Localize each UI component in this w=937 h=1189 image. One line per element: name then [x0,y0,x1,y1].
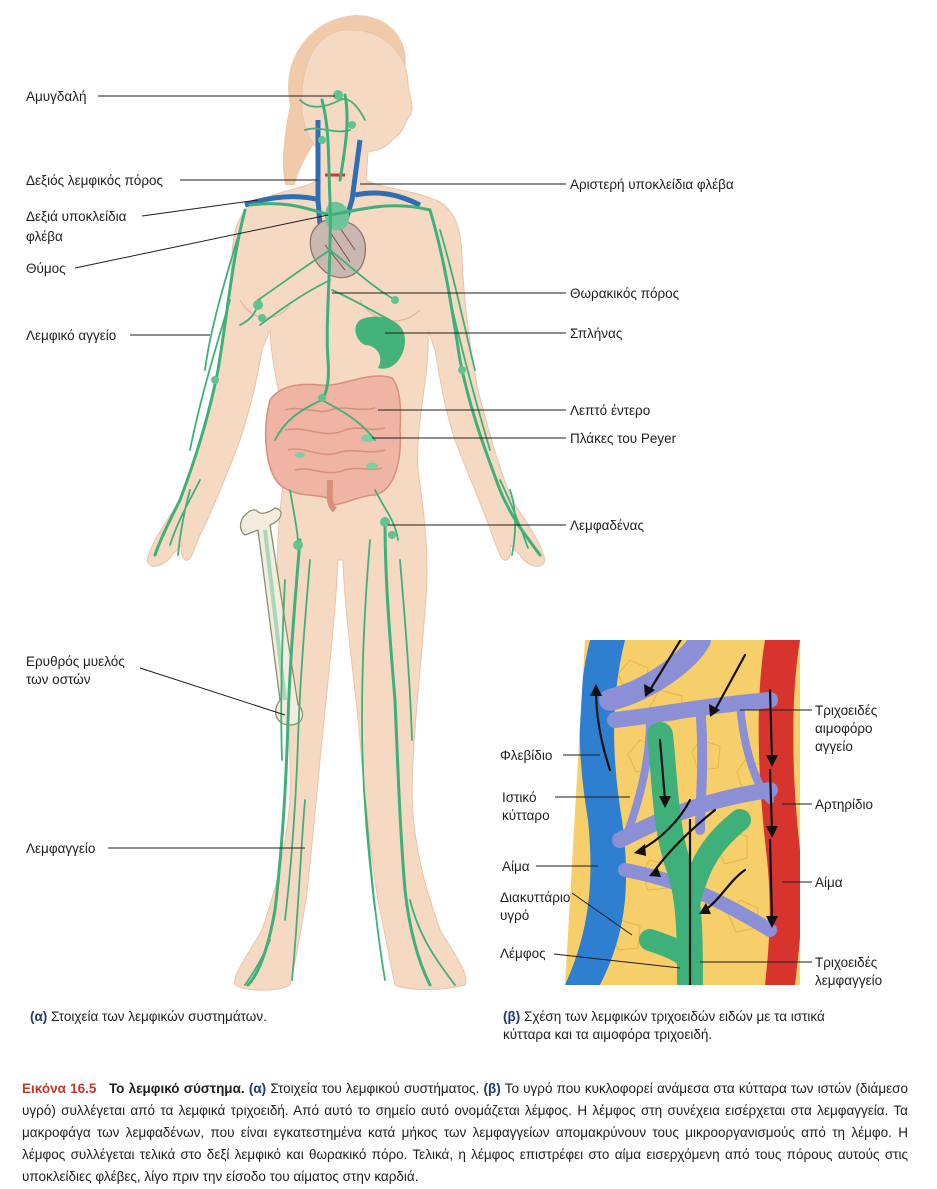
label-blood-venule-side: Αίμα [502,859,530,874]
leader-lines-b [536,709,812,969]
caption-b-tag: (β) [503,1009,521,1024]
body-silhouette [146,29,546,991]
label-blood-capillary-line1: Τριχοειδές [815,703,878,718]
label-lymph-capillary-line2: λεμφαγγείο [815,973,882,988]
label-spleen: Σπλήνας [570,326,623,341]
label-venule: Φλεβίδιο [500,748,552,763]
spleen-organ [355,316,405,369]
label-arteriole: Αρτηρίδιο [815,797,873,812]
femur-bone [239,507,304,726]
label-lymph: Λέμφος [500,946,546,961]
caption-b-text: Σχέση των λεμφικών τριχοειδών ειδών με τ… [503,1009,825,1042]
label-tissue-cell-line2: κύτταρο [502,808,550,823]
label-lymph-capillary-line1: Τριχοειδές [815,955,878,970]
figure-caption-b-tag: (β) [483,1081,501,1096]
label-right-subclavian-vein-line2: φλέβα [26,229,63,244]
label-blood-capillary-line2: αιμοφόρο [815,721,873,736]
label-thoracic-duct: Θωρακικός πόρος [570,286,680,301]
caption-panel-a: (α) Στοιχεία των λεμφικών συστημάτων. [30,1008,470,1026]
label-lymph-node: Λεμφαδένας [570,518,644,533]
label-small-intestine: Λεπτό έντερο [570,403,650,418]
label-interstitial-fluid-line2: υγρό [500,908,529,923]
label-blood-arteriole-side: Αίμα [815,875,843,890]
figure-caption-b-text: Το υγρό που κυκλοφορεί ανάμεσα στα κύττα… [22,1081,908,1184]
label-red-bone-marrow-line2: των οστών [26,672,91,687]
caption-a-tag: (α) [30,1009,48,1024]
label-blood-capillary-line3: αγγείο [815,739,853,754]
label-red-bone-marrow-line1: Ερυθρός μυελός [26,654,125,669]
label-tonsil: Αμυγδαλή [26,89,87,104]
figure-caption-a-text: Στοιχεία του λεμφικού συστήματος. [266,1081,484,1096]
label-right-subclavian-vein-line1: Δεξιά υποκλείδια [26,209,127,224]
caption-panel-b: (β) Σχέση των λεμφικών τριχοειδών ειδών … [503,1008,833,1044]
label-thymus: Θύμος [26,261,66,276]
label-lymphatic: Λεμφαγγείο [26,841,95,856]
figure-caption-a-tag: (α) [248,1081,267,1096]
label-lymph-vessel: Λεμφικό αγγείο [26,328,116,343]
figure-title: Το λεμφικό σύστημα. [108,1081,245,1096]
label-tissue-cell-line1: Ιστικό [502,790,537,805]
label-interstitial-fluid-line1: Διακυττάριο [500,890,570,905]
arteriole-vessel [758,640,800,985]
label-peyer-patches: Πλάκες του Peyer [570,431,677,446]
capillary-bed-diagram [565,640,800,985]
caption-a-text: Στοιχεία των λεμφικών συστημάτων. [47,1009,267,1024]
leader-lines-a [74,95,566,849]
lymphatic-network [153,90,542,987]
label-left-subclavian-vein: Αριστερή υποκλείδια φλέβα [570,177,734,192]
figure-number: Εικόνα 16.5 [22,1081,97,1096]
figure-caption: Εικόνα 16.5 Το λεμφικό σύστημα. (α) Στοι… [22,1078,908,1188]
label-right-lymph-duct: Δεξιός λεμφικός πόρος [26,173,164,188]
